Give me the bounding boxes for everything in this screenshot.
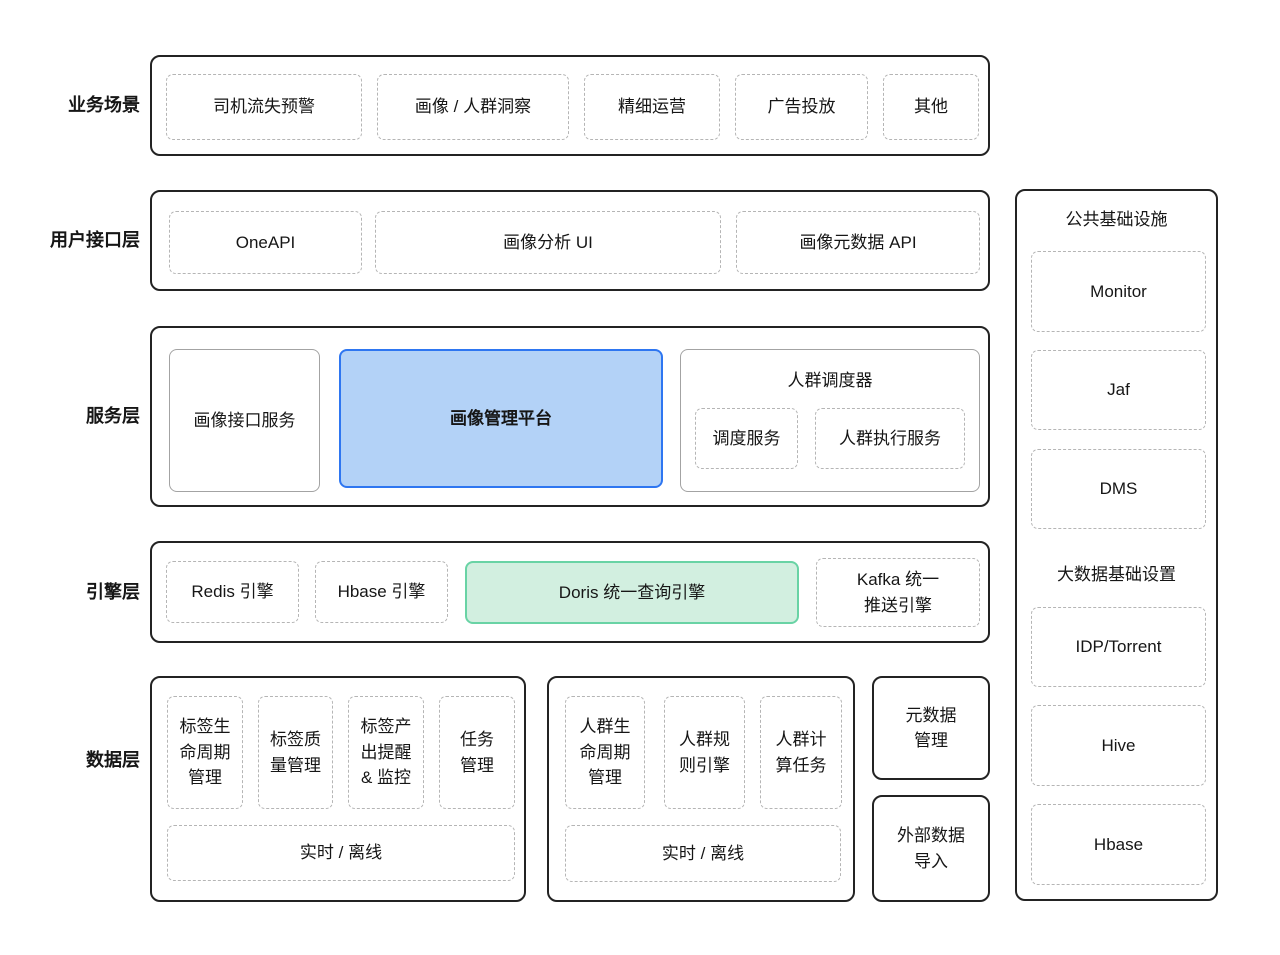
node-redis-engine: Redis 引擎 bbox=[166, 561, 299, 623]
business-layer-container: 司机流失预警 画像 / 人群洞察 精细运营 广告投放 其他 bbox=[150, 55, 990, 156]
node-portrait-analysis-ui: 画像分析 UI bbox=[375, 211, 721, 274]
node-idp-torrent: IDP/Torrent bbox=[1031, 607, 1206, 687]
node-tag-quality-management: 标签质 量管理 bbox=[258, 696, 333, 809]
layer-label-engine: 引擎层 bbox=[86, 582, 140, 602]
layer-label-data: 数据层 bbox=[86, 750, 140, 770]
node-portrait-metadata-api: 画像元数据 API bbox=[736, 211, 980, 274]
node-kafka-unified-push-engine: Kafka 统一 推送引擎 bbox=[816, 558, 980, 627]
node-refined-operation: 精细运营 bbox=[584, 74, 720, 140]
data-layer-tag-group: 标签生 命周期 管理 标签质 量管理 标签产 出提醒 & 监控 任务 管理 实时… bbox=[150, 676, 526, 902]
common-infrastructure-title: 公共基础设施 bbox=[1065, 210, 1168, 229]
bigdata-infrastructure-title: 大数据基础设置 bbox=[1057, 565, 1176, 584]
node-ad-delivery: 广告投放 bbox=[735, 74, 868, 140]
node-crowd-compute-task: 人群计 算任务 bbox=[760, 696, 842, 809]
node-portrait-crowd-insight: 画像 / 人群洞察 bbox=[377, 74, 569, 140]
node-scheduling-service: 调度服务 bbox=[695, 408, 798, 469]
layer-label-business: 业务场景 bbox=[68, 95, 140, 115]
node-monitor: Monitor bbox=[1031, 251, 1206, 332]
layer-label-interface: 用户接口层 bbox=[50, 230, 140, 250]
node-jaf: Jaf bbox=[1031, 350, 1206, 430]
node-tag-output-alert-monitoring: 标签产 出提醒 & 监控 bbox=[348, 696, 424, 809]
node-driver-churn-warning: 司机流失预警 bbox=[166, 74, 362, 140]
layer-label-service: 服务层 bbox=[86, 406, 140, 426]
node-hive: Hive bbox=[1031, 705, 1206, 786]
node-crowd-rule-engine: 人群规 则引擎 bbox=[664, 696, 745, 809]
node-dms: DMS bbox=[1031, 449, 1206, 529]
node-crowd-realtime-offline: 实时 / 离线 bbox=[565, 825, 841, 882]
node-hbase-infra: Hbase bbox=[1031, 804, 1206, 885]
crowd-scheduler-group: 人群调度器 调度服务 人群执行服务 bbox=[680, 349, 980, 492]
crowd-scheduler-title: 人群调度器 bbox=[787, 371, 873, 390]
node-doris-unified-query-engine: Doris 统一查询引擎 bbox=[465, 561, 799, 624]
interface-layer-container: OneAPI 画像分析 UI 画像元数据 API bbox=[150, 190, 990, 291]
engine-layer-container: Redis 引擎 Hbase 引擎 Doris 统一查询引擎 Kafka 统一 … bbox=[150, 541, 990, 643]
service-layer-container: 画像接口服务 画像管理平台 人群调度器 调度服务 人群执行服务 bbox=[150, 326, 990, 507]
node-crowd-lifecycle-management: 人群生 命周期 管理 bbox=[565, 696, 645, 809]
node-portrait-management-platform: 画像管理平台 bbox=[339, 349, 663, 488]
node-metadata-management: 元数据 管理 bbox=[872, 676, 990, 780]
node-external-data-import: 外部数据 导入 bbox=[872, 795, 990, 902]
node-tag-lifecycle-management: 标签生 命周期 管理 bbox=[167, 696, 243, 809]
node-tag-realtime-offline: 实时 / 离线 bbox=[167, 825, 515, 881]
node-oneapi: OneAPI bbox=[169, 211, 362, 274]
data-layer-crowd-group: 人群生 命周期 管理 人群规 则引擎 人群计 算任务 实时 / 离线 bbox=[547, 676, 855, 902]
node-crowd-execution-service: 人群执行服务 bbox=[815, 408, 965, 469]
node-hbase-engine: Hbase 引擎 bbox=[315, 561, 448, 623]
infrastructure-sidebar: 公共基础设施 Monitor Jaf DMS 大数据基础设置 IDP/Torre… bbox=[1015, 189, 1218, 901]
node-other: 其他 bbox=[883, 74, 979, 140]
node-task-management: 任务 管理 bbox=[439, 696, 515, 809]
node-portrait-api-service: 画像接口服务 bbox=[169, 349, 320, 492]
